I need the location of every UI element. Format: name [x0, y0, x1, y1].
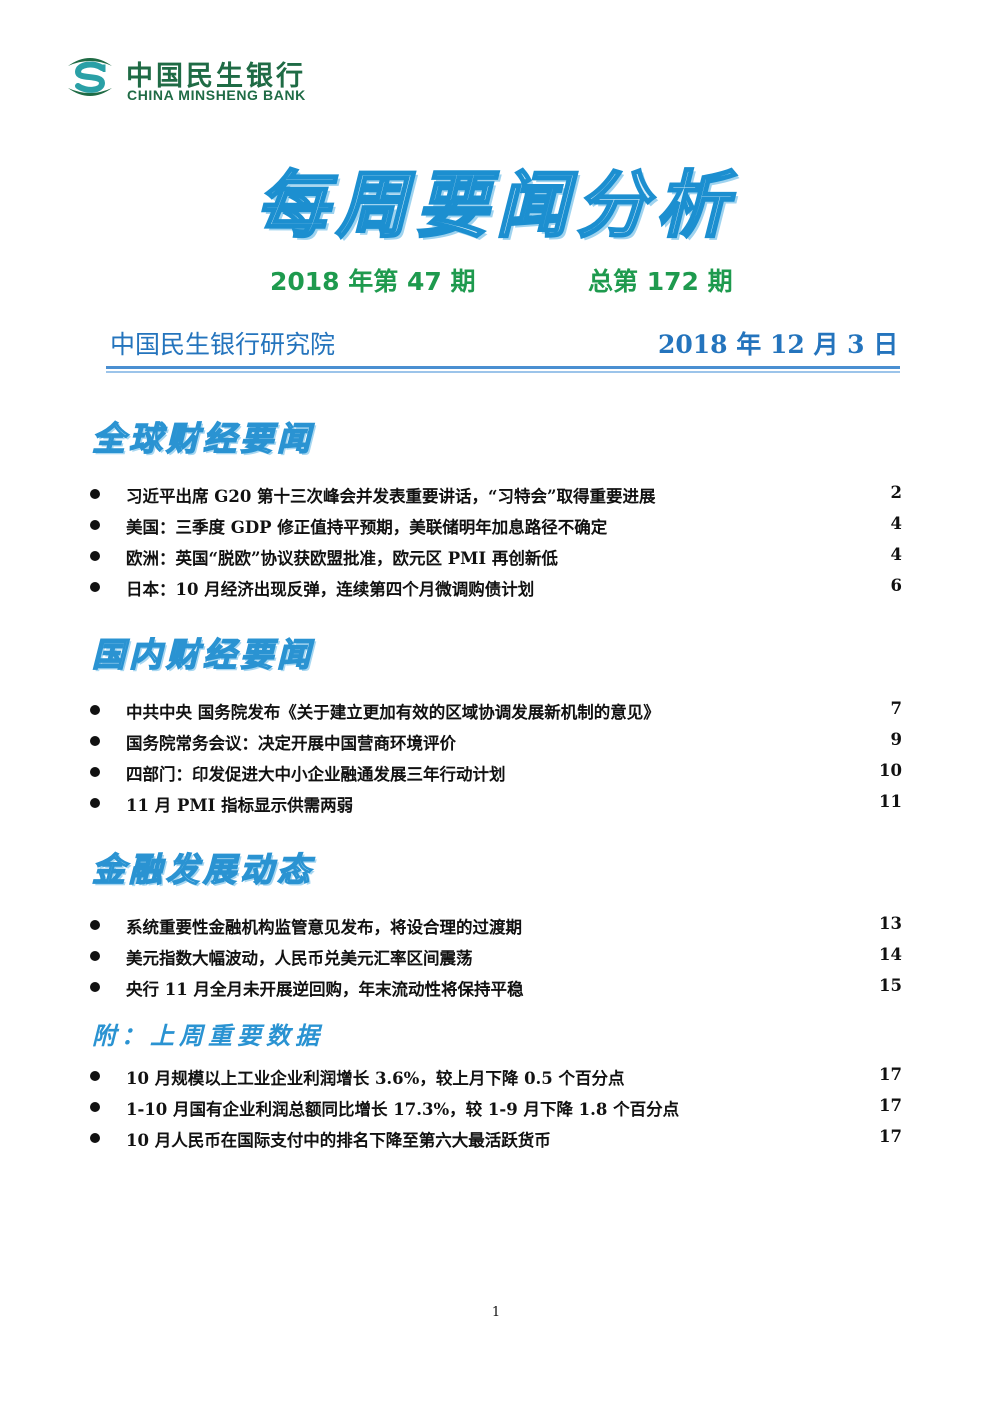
bullet-icon: [90, 1071, 100, 1081]
header-divider: [106, 366, 900, 369]
toc-item-title: 10 月人民币在国际支付中的排名下降至第六大最活跃货币: [126, 1131, 551, 1150]
toc-item[interactable]: 系统重要性金融机构监管意见发布，将设合理的过渡期 13: [90, 914, 902, 938]
bullet-icon: [90, 1102, 100, 1112]
bullet-icon: [90, 951, 100, 961]
toc-item[interactable]: 四部门：印发促进大中小企业融通发展三年行动计划 10: [90, 761, 902, 785]
toc-item-page: 15: [879, 976, 902, 995]
toc-item-title: 欧洲：英国“脱欧”协议获欧盟批准，欧元区 PMI 再创新低: [126, 549, 558, 568]
bullet-icon: [90, 1133, 100, 1143]
institute-name: 中国民生银行研究院: [110, 330, 336, 359]
bullet-icon: [90, 520, 100, 530]
toc-item-page: 17: [879, 1065, 902, 1084]
toc-item[interactable]: 中共中央 国务院发布《关于建立更加有效的区域协调发展新机制的意见》 7: [90, 699, 902, 723]
toc-item-page: 14: [879, 945, 902, 964]
toc-item-title: 习近平出席 G20 第十三次峰会并发表重要讲话，“习特会”取得重要进展: [126, 487, 656, 506]
toc-item[interactable]: 1-10 月国有企业利润总额同比增长 17.3%，较 1-9 月下降 1.8 个…: [90, 1096, 902, 1120]
toc-item[interactable]: 美国：三季度 GDP 修正值持平预期，美联储明年加息路径不确定 4: [90, 514, 902, 538]
toc-item-page: 6: [890, 576, 902, 595]
page-number: 1: [491, 1305, 501, 1320]
report-title: 每周要闻分析: [255, 162, 736, 249]
toc-item[interactable]: 习近平出席 G20 第十三次峰会并发表重要讲话，“习特会”取得重要进展 2: [90, 483, 902, 507]
toc-item-title: 国务院常务会议：决定开展中国营商环境评价: [126, 734, 456, 753]
toc-item-title: 央行 11 月全月未开展逆回购，年末流动性将保持平稳: [126, 980, 524, 999]
logo-english-name: CHINA MINSHENG BANK: [127, 87, 306, 103]
toc-item-title: 美国：三季度 GDP 修正值持平预期，美联储明年加息路径不确定: [126, 518, 608, 537]
minsheng-emblem-icon: [68, 58, 112, 96]
toc-item-title: 系统重要性金融机构监管意见发布，将设合理的过渡期: [126, 918, 522, 937]
toc-item-page: 10: [879, 761, 902, 780]
bullet-icon: [90, 551, 100, 561]
toc-item-page: 17: [879, 1127, 902, 1146]
bullet-icon: [90, 705, 100, 715]
total-issue-number: 总第 172 期: [588, 267, 733, 296]
toc-item[interactable]: 美元指数大幅波动，人民币兑美元汇率区间震荡 14: [90, 945, 902, 969]
section-heading-global: 全球财经要闻: [91, 418, 314, 458]
report-date: 2018 年 12 月 3 日: [658, 330, 899, 359]
toc-item-title: 四部门：印发促进大中小企业融通发展三年行动计划: [126, 765, 506, 784]
toc-item-title: 日本：10 月经济出现反弹，连续第四个月微调购债计划: [126, 580, 535, 599]
toc-item-page: 4: [890, 545, 902, 564]
toc-item-page: 2: [890, 483, 902, 502]
bullet-icon: [90, 982, 100, 992]
section-heading-appendix: 附：上周重要数据: [92, 1022, 324, 1050]
toc-item[interactable]: 欧洲：英国“脱欧”协议获欧盟批准，欧元区 PMI 再创新低 4: [90, 545, 902, 569]
toc-item[interactable]: 10 月规模以上工业企业利润增长 3.6%，较上月下降 0.5 个百分点 17: [90, 1065, 902, 1089]
toc-item-page: 11: [879, 792, 902, 811]
toc-item-title: 10 月规模以上工业企业利润增长 3.6%，较上月下降 0.5 个百分点: [126, 1069, 625, 1088]
toc-item-page: 7: [890, 699, 902, 718]
toc-item-title: 1-10 月国有企业利润总额同比增长 17.3%，较 1-9 月下降 1.8 个…: [126, 1100, 680, 1119]
logo-chinese-name: 中国民生银行: [126, 61, 306, 92]
toc-item[interactable]: 国务院常务会议：决定开展中国营商环境评价 9: [90, 730, 902, 754]
toc-item-title: 美元指数大幅波动，人民币兑美元汇率区间震荡: [126, 949, 473, 968]
section-heading-domestic: 国内财经要闻: [91, 634, 314, 674]
toc-item-title: 中共中央 国务院发布《关于建立更加有效的区域协调发展新机制的意见》: [126, 703, 660, 722]
toc-item[interactable]: 日本：10 月经济出现反弹，连续第四个月微调购债计划 6: [90, 576, 902, 600]
toc-item-page: 9: [890, 730, 902, 749]
header-divider-secondary: [106, 371, 900, 373]
bullet-icon: [90, 920, 100, 930]
toc-item-title: 11 月 PMI 指标显示供需两弱: [126, 796, 354, 815]
toc-item-page: 17: [879, 1096, 902, 1115]
bullet-icon: [90, 489, 100, 499]
bullet-icon: [90, 767, 100, 777]
bullet-icon: [90, 736, 100, 746]
toc-item-page: 13: [879, 914, 902, 933]
issue-number: 2018 年第 47 期: [270, 267, 476, 296]
toc-item-page: 4: [890, 514, 902, 533]
section-heading-finance: 金融发展动态: [91, 849, 314, 889]
toc-item[interactable]: 央行 11 月全月未开展逆回购，年末流动性将保持平稳 15: [90, 976, 902, 1000]
toc-item[interactable]: 11 月 PMI 指标显示供需两弱 11: [90, 792, 902, 816]
bank-logo: 中国民生银行 CHINA MINSHENG BANK: [60, 52, 350, 108]
toc-item[interactable]: 10 月人民币在国际支付中的排名下降至第六大最活跃货币 17: [90, 1127, 902, 1151]
bullet-icon: [90, 798, 100, 808]
bullet-icon: [90, 582, 100, 592]
